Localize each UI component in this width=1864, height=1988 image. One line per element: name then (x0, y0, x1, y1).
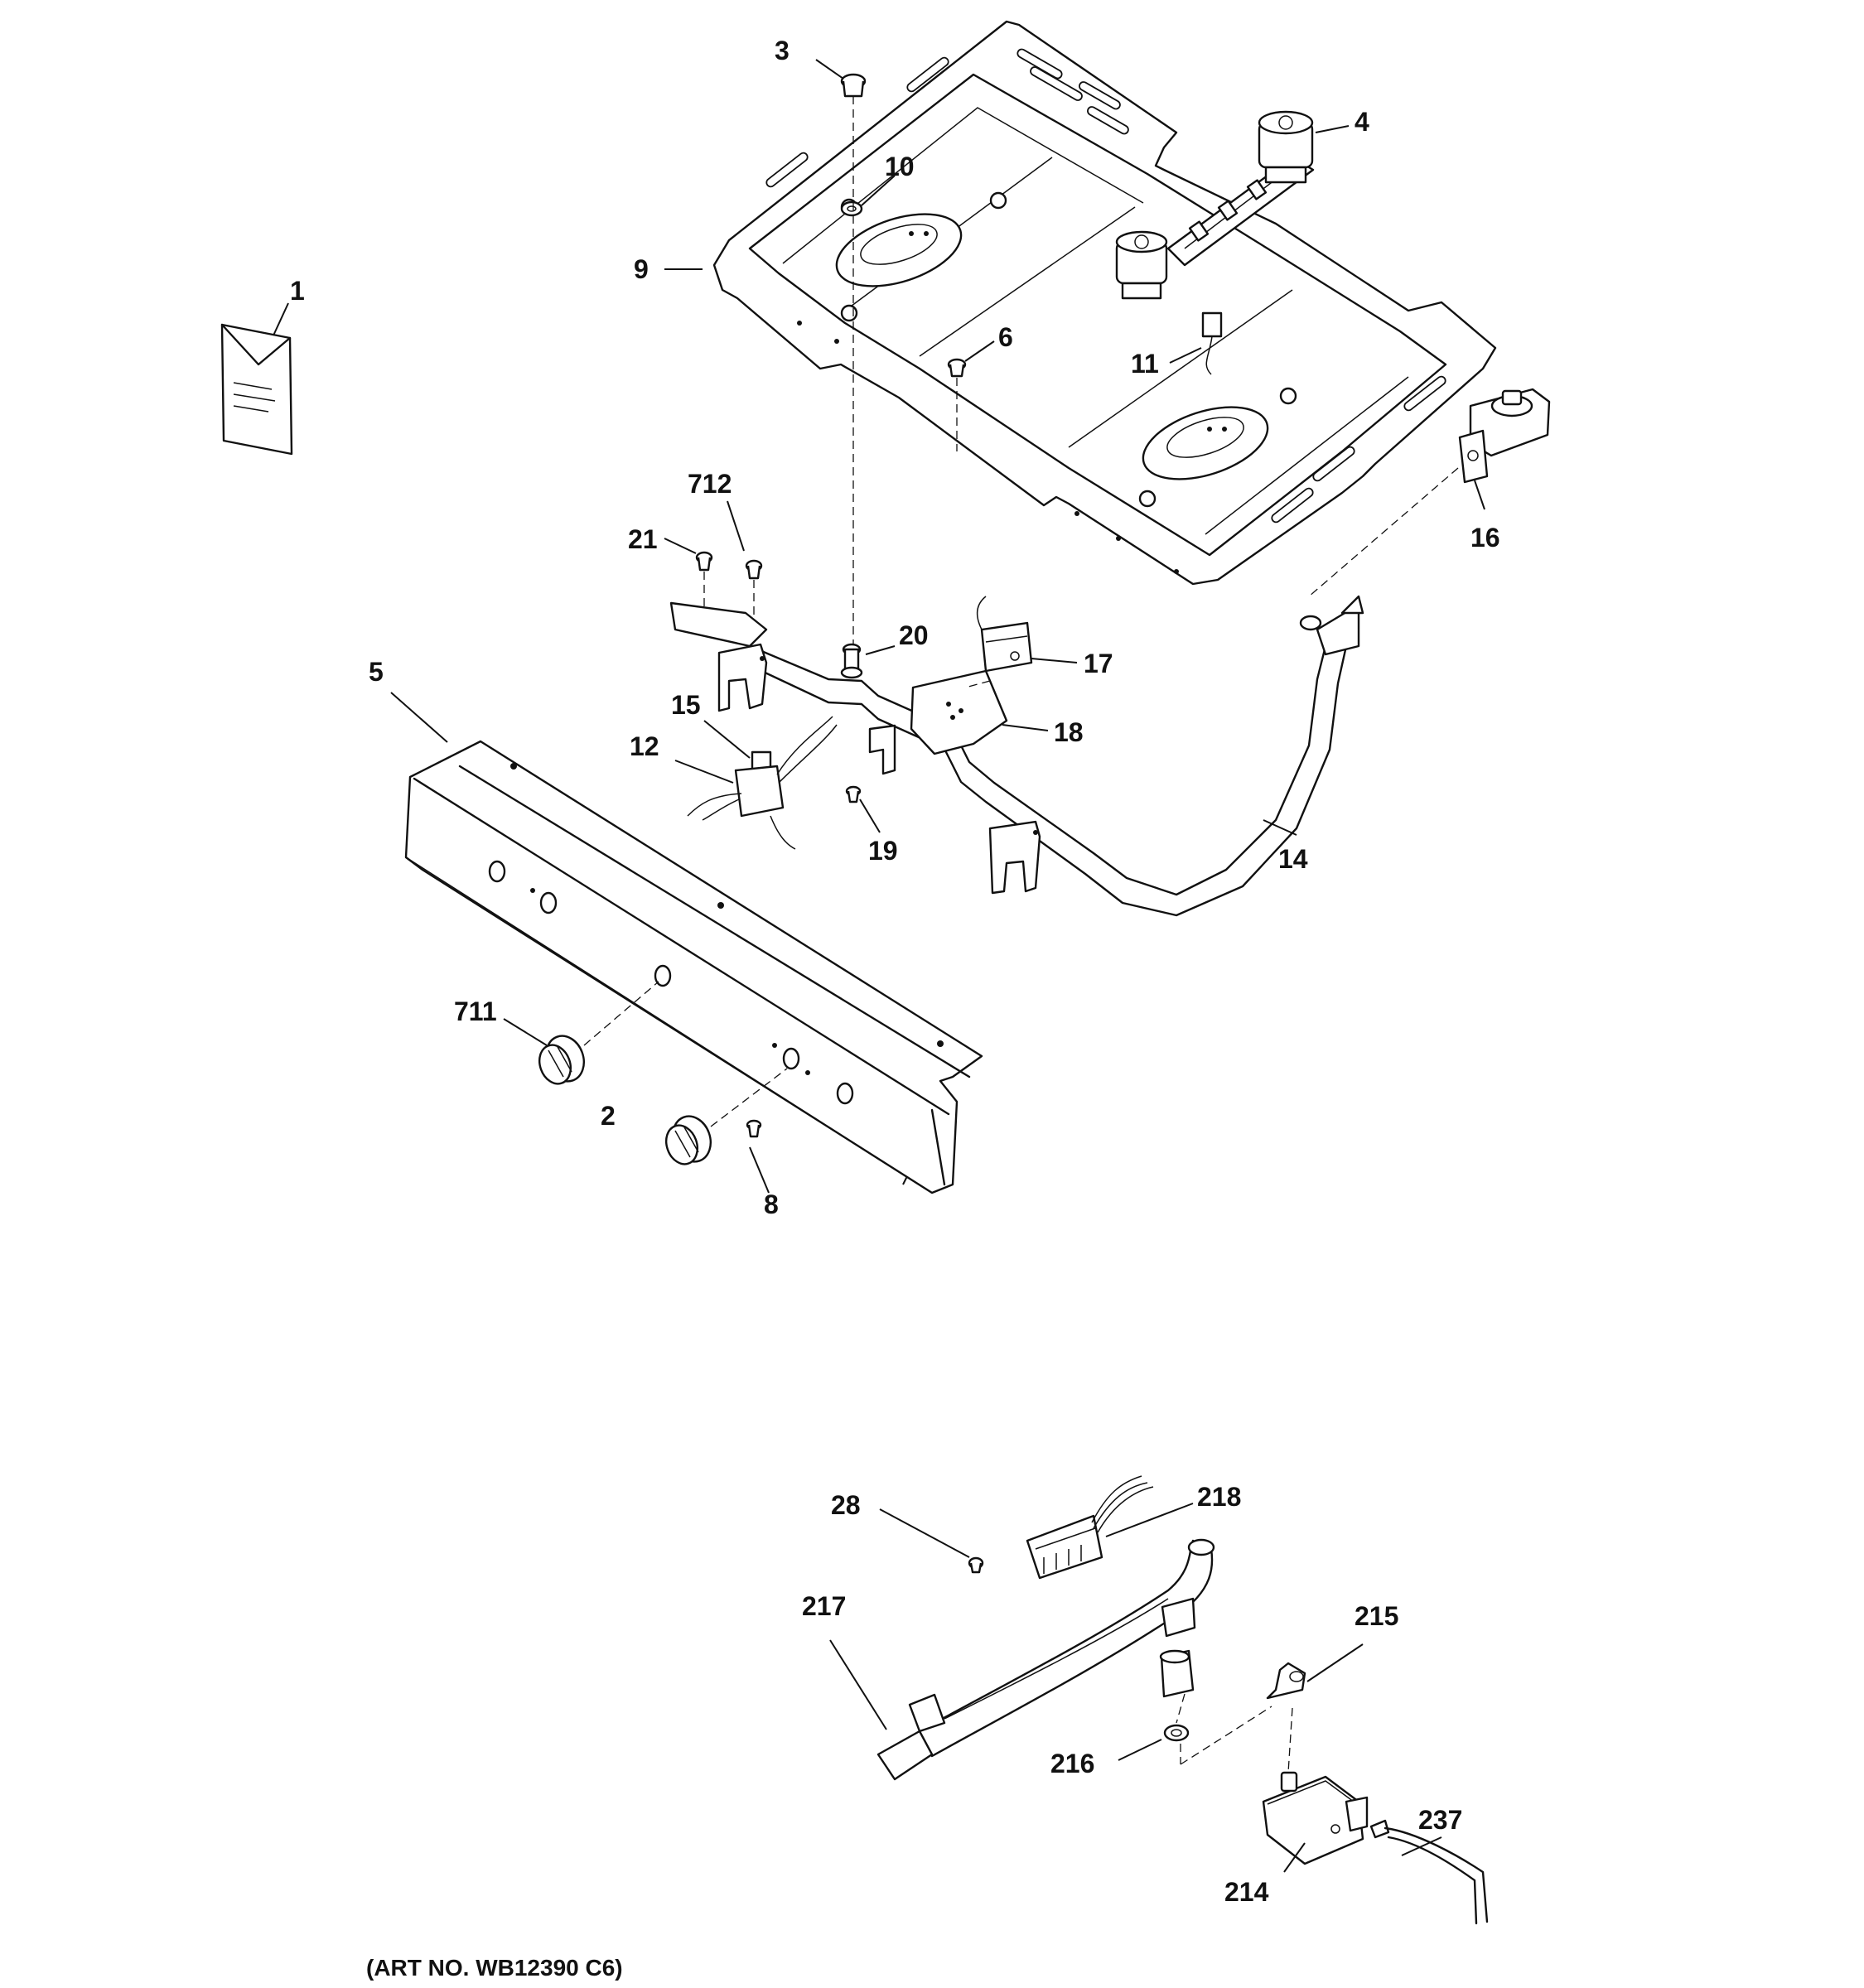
alignment-line-711 (583, 981, 659, 1046)
callout-6: 6 (998, 322, 1013, 352)
part-20-orifice (840, 643, 863, 679)
part-28-screw (968, 1556, 984, 1574)
callout-5: 5 (369, 657, 384, 687)
alignment-line-216 (1176, 1693, 1186, 1724)
part-218-igniter-connector (1026, 1475, 1154, 1580)
callout-215: 215 (1355, 1601, 1398, 1631)
part-3-screw (840, 73, 867, 98)
part-237-tube (1369, 1819, 1489, 1925)
callout-237: 237 (1418, 1805, 1462, 1835)
callout-9: 9 (634, 254, 649, 284)
part-5-control-panel (404, 740, 983, 1194)
callout-15: 15 (671, 690, 701, 720)
callout-12: 12 (630, 731, 659, 761)
alignment-line-215 (1180, 1706, 1272, 1765)
callout-712: 712 (688, 469, 732, 499)
part-14-manifold (669, 595, 1364, 917)
part-8-screw (746, 1119, 762, 1138)
art-number: (ART NO. WB12390 C6) (366, 1955, 623, 1981)
callout-217: 217 (802, 1591, 846, 1621)
callout-218: 218 (1197, 1482, 1241, 1512)
callout-711: 711 (454, 996, 497, 1026)
callout-14: 14 (1278, 844, 1308, 874)
callout-1: 1 (290, 276, 305, 306)
alignment-line-214 (1287, 1707, 1293, 1773)
callout-20: 20 (899, 620, 929, 650)
part-12-wire-harness (687, 716, 838, 850)
part-215-bracket (1266, 1662, 1306, 1700)
alignment-line-16 (1308, 467, 1459, 597)
part-16-regulator (1458, 388, 1551, 484)
callout-216: 216 (1050, 1749, 1094, 1778)
callout-8: 8 (764, 1189, 779, 1219)
callout-16: 16 (1470, 523, 1500, 552)
callout-2: 2 (601, 1101, 616, 1131)
part-711-knob (538, 1035, 585, 1085)
callout-3: 3 (775, 36, 790, 65)
callout-4: 4 (1355, 107, 1369, 137)
part-18-board (910, 669, 1008, 755)
part-21-screw (695, 551, 713, 572)
callout-17: 17 (1084, 649, 1113, 678)
part-1-literature-envelope (220, 323, 293, 456)
alignment-line-17 (964, 680, 991, 688)
part-217-broil-burner-tube (876, 1538, 1215, 1781)
part-19-screw (845, 785, 862, 803)
callout-11: 11 (1131, 349, 1159, 379)
callout-28: 28 (831, 1490, 861, 1520)
alignment-line-2 (710, 1068, 788, 1127)
part-10-grommet (840, 200, 863, 217)
part-216-orifice-hood (1159, 1649, 1195, 1742)
callout-19: 19 (868, 836, 898, 866)
part-4-burner-valves (1115, 110, 1315, 300)
part-214-valve (1262, 1771, 1369, 1865)
part-15-switch (734, 750, 785, 818)
part-712-screw (745, 559, 763, 580)
callout-10: 10 (885, 152, 915, 181)
leader-lines (273, 59, 1485, 1873)
part-17-spark-module (976, 596, 1033, 673)
callout-18: 18 (1054, 717, 1084, 747)
callout-21: 21 (628, 524, 658, 554)
part-6-screw (947, 358, 967, 378)
part-2-knob (664, 1115, 712, 1165)
part-11-connector (1201, 311, 1223, 375)
callout-labels: 1 2 3 4 5 6 8 9 10 11 12 14 15 16 17 18 … (290, 36, 1500, 1907)
part-9-burner-box (712, 20, 1497, 586)
callout-214: 214 (1224, 1877, 1269, 1907)
